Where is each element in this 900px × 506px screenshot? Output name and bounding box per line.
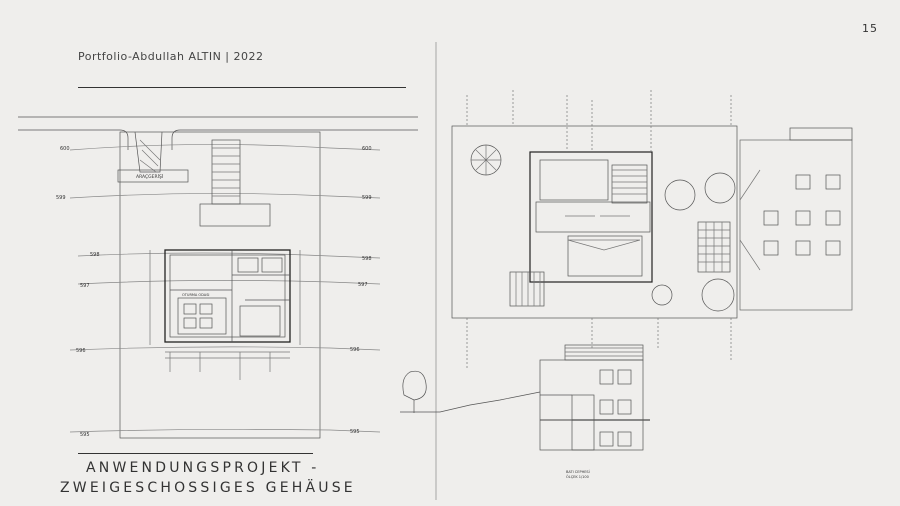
contour-label: 596 [76,348,86,354]
elevation-caption: BATI CEPHESİ [566,469,590,474]
title-divider [78,453,313,454]
contour-label: 600 [60,146,70,152]
elevation-scale: ÖLÇEK 1/100 [566,474,589,479]
elevation-drawing [400,344,650,451]
project-title-line-1: ANWENDUNGSPROJEKT - [86,460,320,476]
contour-label: 599 [362,195,372,201]
contour-label: 595 [80,432,90,438]
contour-label: 596 [350,347,360,353]
contour-label: 599 [56,195,66,201]
contour-label: 597 [80,283,90,289]
room-label: OTURMA ODASI [182,293,209,297]
floor-plan-drawing [435,42,853,500]
contour-label: 598 [362,256,372,262]
entrance-label: ARAÇGERİŞİ [136,173,163,180]
project-title-line-2: ZWEIGESCHOSSIGES GEHÄUSE [60,480,356,496]
contour-label: 598 [90,252,100,258]
portfolio-header: Portfolio-Abdullah ALTIN | 2022 [78,50,264,63]
page-number: 15 [862,22,878,35]
header-divider [78,87,406,88]
contour-label: 595 [350,429,360,435]
contour-label: 597 [358,282,368,288]
site-plan-drawing [18,116,418,439]
contour-label: 600 [362,146,372,152]
